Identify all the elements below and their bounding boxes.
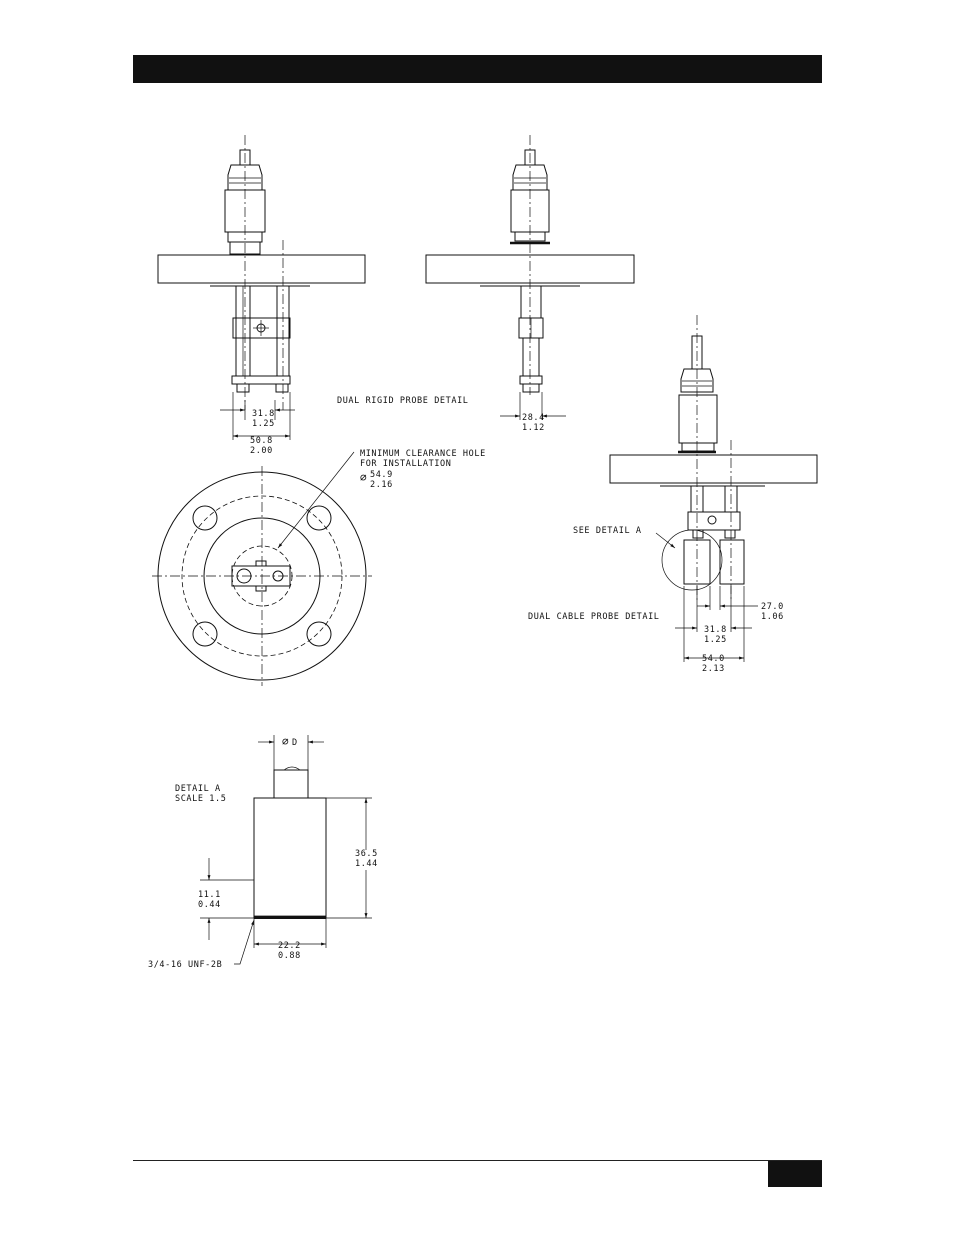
detail-diameter-label: D [292,738,298,748]
cable-overall-mm: 54.0 [702,654,725,664]
detail-a-title: DETAIL A [175,784,221,794]
rigid-overall-in: 2.00 [250,446,273,456]
cable-center-in: 1.25 [704,635,727,645]
detail-diameter-symbol-icon: ∅ [282,735,289,748]
clearance-value-in: 2.16 [370,480,393,490]
single-mm: 28.4 [522,413,545,423]
detail-a-scale: SCALE 1.5 [175,794,226,804]
rigid-overall-mm: 50.8 [250,436,273,446]
thread-spec-label: 3/4-16 UNF-2B [148,960,222,970]
detail-thread-in: 0.44 [198,900,221,910]
dual-rigid-probe-view [158,135,365,410]
clearance-line1: MINIMUM CLEARANCE HOLE [360,449,486,459]
clearance-value-mm: 54.9 [370,470,393,480]
dual-cable-probe-detail-label: DUAL CABLE PROBE DETAIL [528,612,660,622]
see-detail-a-label: SEE DETAIL A [573,526,642,536]
cable-weight-mm: 27.0 [761,602,784,612]
dual-rigid-probe-detail-label: DUAL RIGID PROBE DETAIL [337,396,469,406]
flange-top-view: MINIMUM CLEARANCE HOLE FOR INSTALLATION … [152,449,486,686]
cable-overall-in: 2.13 [702,664,725,674]
clearance-line2: FOR INSTALLATION [360,459,451,469]
detail-a-view: ∅ D DETAIL A SCALE 1.5 36.5 1.44 11.1 0.… [148,735,378,970]
detail-width-in: 0.88 [278,951,301,961]
diameter-symbol-icon: ∅ [360,471,367,484]
cable-probe-dimensions: 27.0 1.06 31.8 1.25 54.0 2.13 [675,586,784,674]
single-probe-dimensions: 28.4 1.12 [500,392,566,433]
detail-thread-mm: 11.1 [198,890,221,900]
rigid-center-in: 1.25 [252,419,275,429]
dual-cable-probe-view: SEE DETAIL A DUAL CABLE PROBE DETAIL [528,315,817,622]
detail-height-mm: 36.5 [355,849,378,859]
single-in: 1.12 [522,423,545,433]
detail-height-in: 1.44 [355,859,378,869]
single-rigid-probe-view [426,135,634,395]
cable-weight-in: 1.06 [761,612,784,622]
page-number-tab [768,1161,822,1187]
rigid-center-mm: 31.8 [252,409,275,419]
footer-rule [133,1160,822,1161]
cable-center-mm: 31.8 [704,625,727,635]
detail-width-mm: 22.2 [278,941,301,951]
rigid-probe-dimensions: 31.8 1.25 50.8 2.00 DUAL RIGID PROBE DET… [220,392,469,456]
